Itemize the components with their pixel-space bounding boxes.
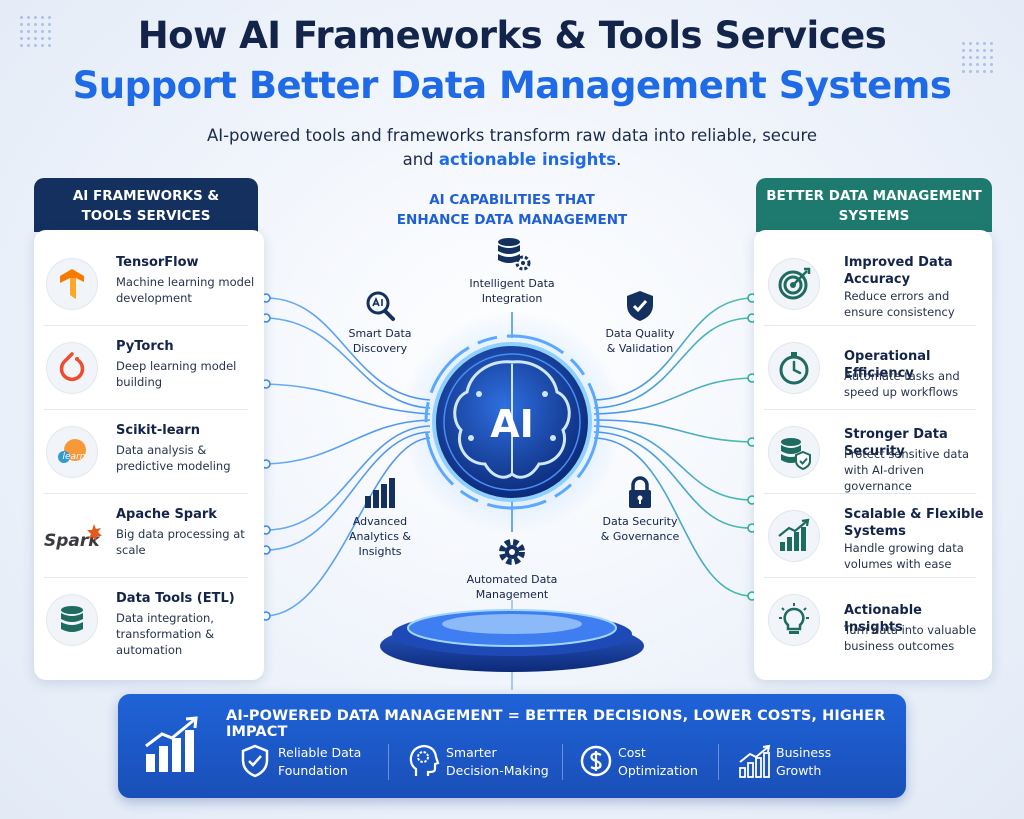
subtitle-highlight: actionable insights — [438, 150, 617, 169]
banner-divider — [562, 744, 563, 780]
list-item-pytorch: PyTorch Deep learning model building — [34, 326, 264, 410]
growth-chart-icon — [739, 744, 771, 778]
left-panel-heading: AI FRAMEWORKS & TOOLS SERVICES — [34, 178, 258, 232]
lock-icon — [629, 476, 651, 508]
svg-text:Spark: Spark — [44, 531, 101, 551]
right-panel-heading: BETTER DATA MANAGEMENT SYSTEMS — [756, 178, 992, 232]
bar-chart-icon — [365, 478, 395, 508]
summary-banner: AI-POWERED DATA MANAGEMENT = BETTER DECI… — [118, 694, 906, 798]
list-item-tensorflow: TensorFlow Machine learning model develo… — [34, 242, 264, 326]
gear-icon — [499, 539, 525, 565]
target-icon — [768, 258, 820, 310]
svg-text:AI: AI — [490, 402, 534, 446]
list-item-apache-spark: Spark Apache Spark Big data processing a… — [34, 494, 264, 578]
frameworks-panel: TensorFlow Machine learning model develo… — [34, 230, 264, 680]
decorative-dots — [960, 40, 994, 74]
capability-automated-management: Automated Data Management — [452, 536, 572, 602]
shield-check-icon — [627, 291, 653, 321]
shield-check-icon — [241, 744, 269, 778]
page-subtitle: AI-powered tools and frameworks transfor… — [206, 126, 818, 169]
banner-divider — [388, 744, 389, 780]
page-title: How AI Frameworks & Tools Services — [137, 14, 887, 57]
database-icon — [46, 594, 98, 646]
growth-chart-icon — [145, 716, 198, 772]
dollar-coin-icon — [580, 745, 612, 777]
list-item-scikit-learn: learn Scikit-learn Data analysis & predi… — [34, 410, 264, 494]
decorative-dots — [18, 14, 52, 48]
growth-chart-icon — [768, 510, 820, 562]
svg-text:learn: learn — [63, 452, 86, 462]
tensorflow-logo-icon — [46, 258, 98, 310]
scikit-learn-logo-icon: learn — [46, 426, 98, 478]
list-item-operational-efficiency: Operational Efficiency Automate tasks an… — [754, 326, 992, 410]
stopwatch-icon — [768, 342, 820, 394]
capability-data-quality: Data Quality & Validation — [590, 290, 690, 356]
capability-smart-discovery: Smart Data Discovery — [330, 290, 430, 356]
capability-advanced-analytics: Advanced Analytics & Insights — [330, 476, 430, 559]
ai-core: AI — [400, 312, 624, 534]
pedestal — [380, 609, 644, 672]
database-shield-icon — [768, 426, 820, 478]
list-item-data-tools: Data Tools (ETL) Data integration, trans… — [34, 578, 264, 662]
banner-title: AI-POWERED DATA MANAGEMENT = BETTER DECI… — [226, 708, 886, 740]
page-title-highlight: Support Better Data Management Systems — [72, 64, 952, 107]
list-item-data-accuracy: Improved Data Accuracy Reduce errors and… — [754, 242, 992, 326]
capability-data-security: Data Security & Governance — [590, 476, 690, 544]
database-gear-icon — [498, 238, 531, 271]
benefits-panel: Improved Data Accuracy Reduce errors and… — [754, 230, 992, 680]
list-item-data-security: Stronger Data Security Protect sensitive… — [754, 410, 992, 494]
spark-logo-icon: Spark — [40, 518, 108, 558]
capabilities-heading: AI CAPABILITIES THAT ENHANCE DATA MANAGE… — [396, 192, 628, 228]
lightbulb-icon — [768, 594, 820, 646]
list-item-scalable-systems: Scalable & Flexible Systems Handle growi… — [754, 494, 992, 578]
pytorch-logo-icon — [46, 342, 98, 394]
capability-intelligent-integration: Intelligent Data Integration — [452, 236, 572, 306]
magnifier-ai-icon — [366, 291, 395, 321]
brain-head-icon — [409, 744, 440, 776]
banner-divider — [718, 744, 719, 780]
list-item-actionable-insights: Actionable Insights Turn data into valua… — [754, 578, 992, 662]
